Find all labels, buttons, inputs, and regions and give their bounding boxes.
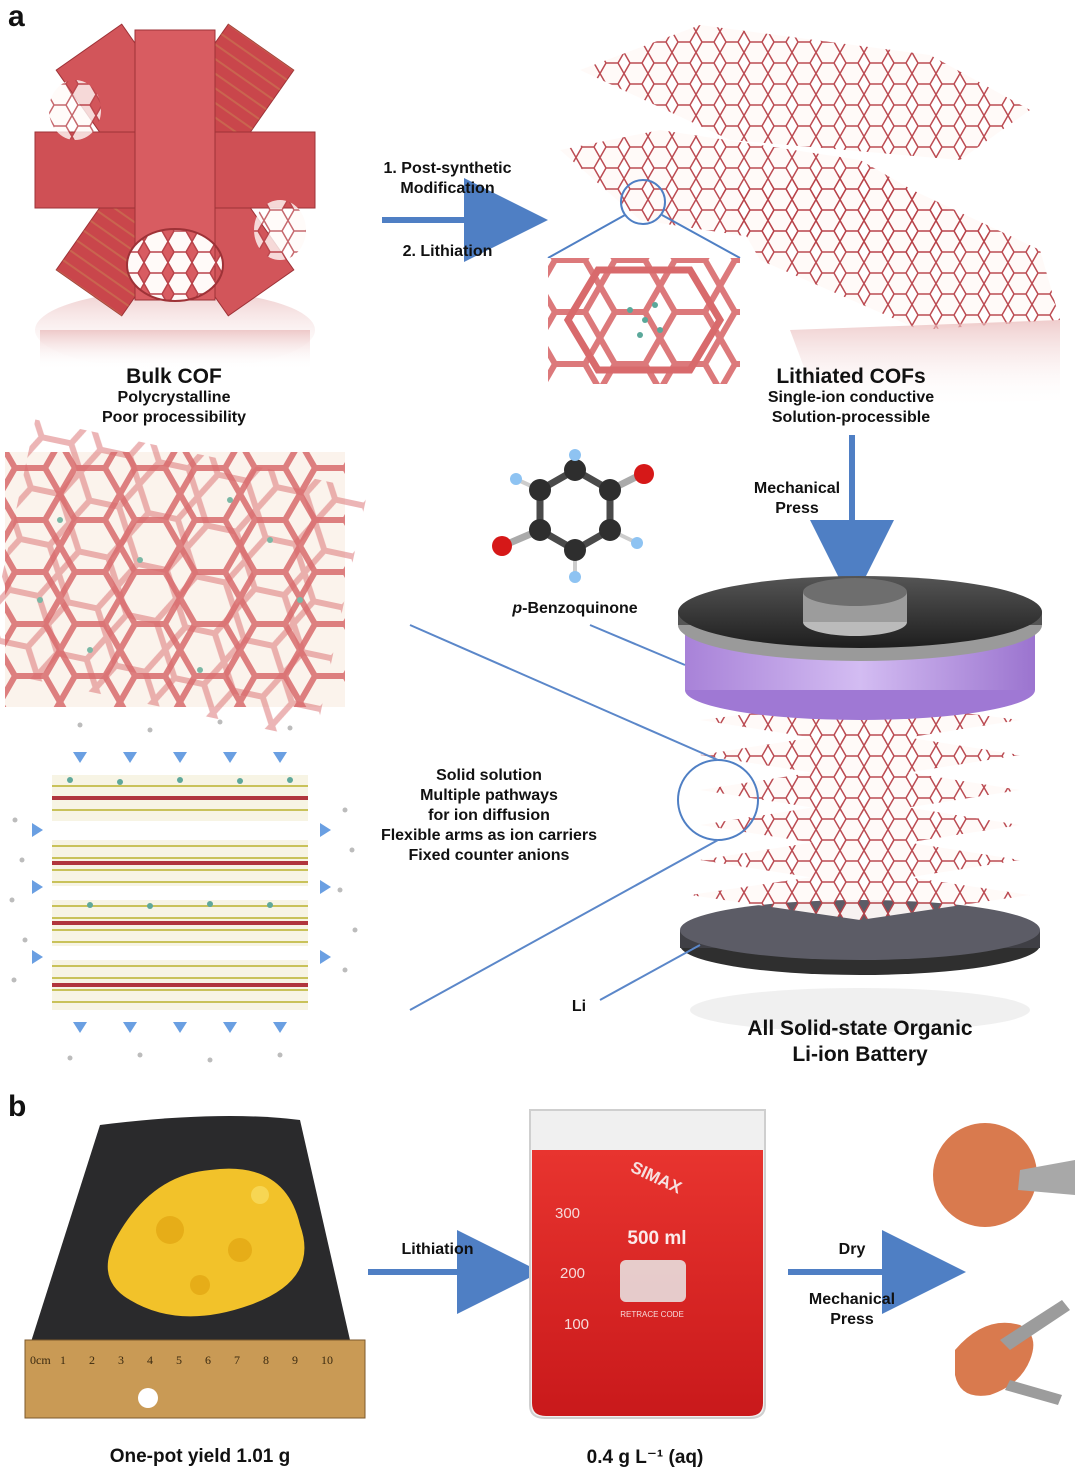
dry-label: Dry (802, 1240, 902, 1260)
solid-solution-line2: Multiple pathways (360, 786, 618, 806)
benzoquinone-prefix: p (512, 600, 522, 617)
ruler-unit: 0cm (30, 1353, 51, 1368)
ruler-ticks: 1 2 3 4 5 6 7 8 9 10 (60, 1353, 360, 1369)
li-label: Li (562, 997, 596, 1017)
pellet-photo (933, 1123, 1075, 1405)
press-top-line2: Press (737, 499, 857, 519)
solid-solution-line5: Fixed counter anions (360, 846, 618, 866)
ruler-tick-label: 1 (60, 1353, 66, 1368)
benzoquinone-label: p-Benzoquinone (490, 599, 660, 619)
zoom-circle-battery (678, 760, 758, 840)
beaker-mark-300: 300 (555, 1205, 580, 1222)
cof-powder-photo (25, 1116, 365, 1418)
beaker-photo (530, 1110, 765, 1418)
lithiated-cofs-title: Lithiated COFs (731, 364, 971, 390)
yield-label: One-pot yield 1.01 g (60, 1446, 340, 1468)
ruler-tick-label: 9 (292, 1353, 298, 1368)
benzoquinone-name: -Benzoquinone (522, 600, 638, 617)
ruler-tick-label: 3 (118, 1353, 124, 1368)
step2-label: 2. Lithiation (360, 242, 535, 262)
battery-line1: All Solid-state Organic (700, 1016, 1020, 1042)
lithiated-cofs-line2: Solution-processible (721, 408, 981, 428)
battery-line2: Li-ion Battery (700, 1042, 1020, 1068)
lithiated-cofs-line1: Single-ion conductive (721, 388, 981, 408)
ruler-tick-label: 2 (89, 1353, 95, 1368)
bulk-cof-line2: Poor processibility (54, 408, 294, 428)
bulk-cof-title: Bulk COF (74, 364, 274, 390)
lithiation-label: Lithiation (380, 1240, 495, 1260)
step1-line1: 1. Post-synthetic (360, 159, 535, 179)
beaker-mark-100: 100 (564, 1316, 589, 1333)
beaker-retrace: RETRACE CODE (612, 1310, 692, 1319)
press-top-line1: Mechanical (737, 479, 857, 499)
ruler-tick-label: 8 (263, 1353, 269, 1368)
mech-press-b-line1: Mechanical (792, 1290, 912, 1310)
beaker-volume: 500 ml (612, 1228, 702, 1250)
bulk-cof-crystal (35, 24, 315, 370)
beaker-mark-200: 200 (560, 1265, 585, 1282)
bulk-cof-line1: Polycrystalline (54, 388, 294, 408)
ruler-tick-label: 10 (321, 1353, 333, 1368)
step1-line2: Modification (360, 179, 535, 199)
lithiated-cof-inset (548, 258, 740, 384)
benzoquinone-molecule (492, 449, 654, 583)
solid-solution-line1: Solid solution (360, 766, 618, 786)
solid-solution-line3: for ion diffusion (360, 806, 618, 826)
ruler-tick-label: 7 (234, 1353, 240, 1368)
layered-stack (10, 720, 358, 1063)
concentration-label: 0.4 g L⁻¹ (aq) (545, 1446, 745, 1469)
ruler-tick-label: 4 (147, 1353, 153, 1368)
solid-solution-line4: Flexible arms as ion carriers (360, 826, 618, 846)
ruler-tick-label: 6 (205, 1353, 211, 1368)
mech-press-b-line2: Press (792, 1310, 912, 1330)
amorphous-network (0, 419, 368, 739)
battery-stack (678, 576, 1042, 1032)
ruler-tick-label: 5 (176, 1353, 182, 1368)
